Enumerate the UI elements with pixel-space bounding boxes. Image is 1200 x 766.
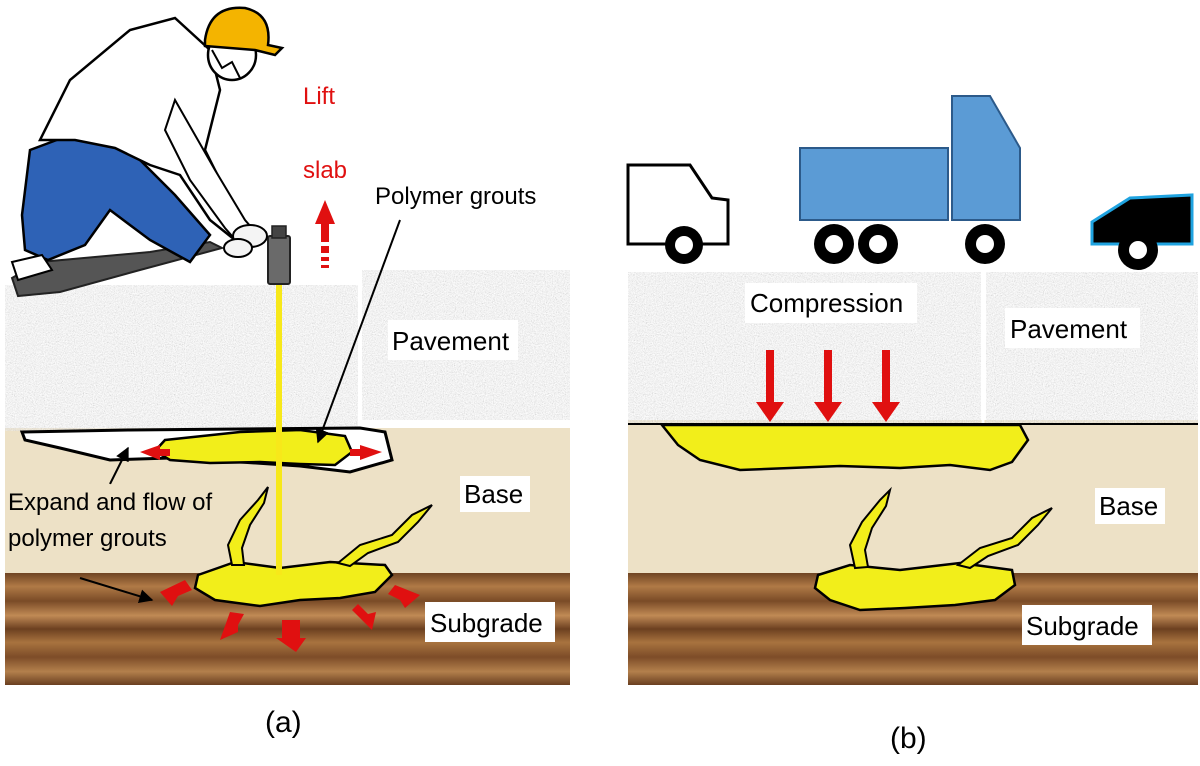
grout-crack-b1 [848,486,892,570]
grout-fill-upper-b [659,423,1030,472]
pavement-label-a: Pavement [392,326,510,356]
subgrade-label-b: Subgrade [1026,611,1139,641]
pavement-slab-left-a [5,285,358,431]
base-label-b: Base [1099,491,1158,521]
car-black [1090,193,1194,270]
expand-label-line1: Expand and flow of [8,489,212,516]
expand-pointer-lower [79,577,154,604]
panel-a: Lift slab Polymer grouts Pavement Base E… [5,6,570,739]
expand-label-line2: polymer grouts [8,525,167,552]
polymer-grouts-label: Polymer grouts [375,183,536,210]
grout-crack-a2 [335,504,433,568]
subgrade-label-a: Subgrade [430,608,543,638]
base-label-a: Base [464,479,523,509]
compression-label: Compression [750,288,903,318]
dump-truck [799,95,1021,264]
slab-label: slab [303,157,347,184]
flow-arrows-lower [160,580,420,652]
polymer-grouts-pointer [315,219,401,444]
pavement-label-b: Pavement [1010,314,1128,344]
helmet-icon [203,6,285,57]
grout-lens-upper [153,428,354,467]
grout-crack-b2 [955,507,1053,570]
caption-b: (b) [890,722,927,755]
expand-pointer-upper [109,446,129,485]
grout-body-lower-b [813,561,1017,612]
car-white [626,163,730,264]
panel-b: Compression Pavement Base Subgrade (b) [626,95,1198,755]
grout-crack-a1 [226,486,269,566]
worker-figure [10,6,285,298]
compression-arrows [756,350,900,422]
lift-arrow [315,200,335,268]
lift-label: Lift [303,83,335,110]
injection-gun [267,235,291,285]
truck-wheels [814,224,1005,264]
injection-rod [276,280,282,575]
flow-arrows-upper [140,445,382,460]
caption-a: (a) [265,706,302,739]
